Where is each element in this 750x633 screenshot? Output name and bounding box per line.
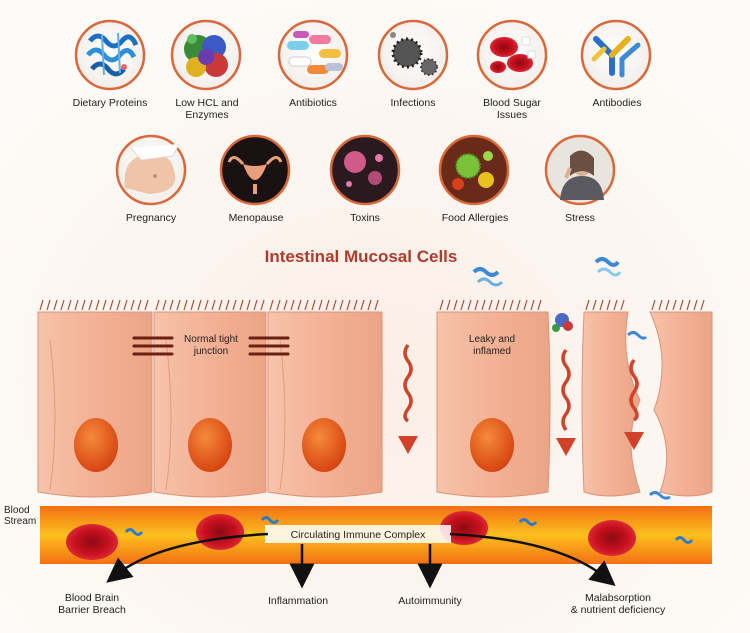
leaky-label: inflamed — [473, 346, 511, 357]
cause-label: Pregnancy — [126, 212, 177, 224]
normal-cell — [153, 311, 267, 498]
cause-label: Low HCL and — [175, 97, 238, 109]
outcome-label: Blood Brain — [65, 592, 119, 604]
normal-cell — [267, 311, 383, 498]
pills-icon — [277, 19, 349, 91]
tight-junction-icon — [132, 336, 290, 356]
nucleus — [188, 418, 232, 472]
leak-arrow-icon — [403, 343, 639, 432]
blood-stream-label: Stream — [4, 516, 36, 527]
cause-label: Antibiotics — [289, 97, 337, 109]
outcome-label: Inflammation — [268, 595, 328, 607]
outcome-label: & nutrient deficiency — [571, 604, 666, 616]
red-blood-cell-icon — [196, 514, 244, 550]
arrow-to-malabsorption — [449, 532, 616, 586]
complex-label-box — [265, 525, 451, 543]
cause-label: Menopause — [229, 212, 284, 224]
cause-label: Infections — [391, 97, 436, 109]
normal-junction-label: junction — [193, 346, 228, 357]
blood-stream-label: Blood — [4, 505, 30, 516]
red-blood-cell-icon — [66, 524, 118, 560]
outcomes: Blood Brain Barrier Breach Inflammation … — [58, 592, 666, 616]
causes-row-1 — [74, 19, 652, 91]
cause-label: Food Allergies — [442, 212, 509, 224]
protein-fragment-icon — [472, 257, 671, 500]
diagram-title: Intestinal Mucosal Cells — [265, 247, 458, 266]
arrowhead-icon — [624, 432, 644, 450]
cause-label: Enzymes — [185, 109, 228, 121]
leaky-cell — [436, 311, 551, 498]
protein-ribbon-icon — [74, 19, 146, 91]
nucleus — [470, 418, 514, 472]
outcome-arrows — [106, 532, 616, 589]
cause-label: Dietary Proteins — [73, 97, 148, 109]
cause-label: Blood Sugar — [483, 97, 541, 109]
complex-label: Circulating Immune Complex — [291, 529, 427, 541]
causes-row-2-labels: Pregnancy Menopause Toxins Food Allergie… — [126, 212, 595, 224]
arrow-to-bbb — [106, 532, 269, 583]
nucleus — [302, 418, 346, 472]
enzyme-molecule-icon — [170, 19, 242, 91]
stressed-person-icon — [544, 134, 616, 206]
cause-label: Antibodies — [592, 97, 641, 109]
outcome-label: Barrier Breach — [58, 604, 126, 616]
cause-label: Issues — [497, 109, 527, 121]
blood-stream: Circulating Immune Complex — [40, 506, 712, 564]
uterus-icon — [219, 134, 291, 206]
arrowhead-icon — [556, 438, 576, 456]
cause-label: Stress — [565, 212, 595, 224]
leak-arrowheads — [398, 432, 644, 456]
outcome-label: Autoimmunity — [398, 595, 462, 607]
immune-complex-icon — [124, 516, 694, 544]
virus-icon — [377, 19, 449, 91]
pregnant-belly-icon — [115, 134, 187, 206]
red-blood-cell-icon — [588, 520, 636, 556]
normal-cell — [37, 311, 153, 498]
nucleus — [74, 418, 118, 472]
allergen-icon — [438, 134, 510, 206]
leaky-cell — [581, 311, 713, 497]
arrowhead-icon — [398, 436, 418, 454]
cause-label: Toxins — [350, 212, 380, 224]
microvilli — [39, 299, 705, 311]
toxin-particles-icon — [329, 134, 401, 206]
causes-row-2 — [115, 134, 616, 206]
outcome-label: Malabsorption — [585, 592, 651, 604]
antibody-icon — [580, 19, 652, 91]
intestinal-cells: Normal tight junction Leaky and inflamed — [37, 257, 713, 500]
blood-cells-sugar-icon — [476, 19, 548, 91]
leaky-label: Leaky and — [469, 334, 515, 345]
causes-row-1-labels: Dietary Proteins Low HCL and Enzymes Ant… — [73, 97, 642, 121]
normal-junction-label: Normal tight — [184, 334, 238, 345]
